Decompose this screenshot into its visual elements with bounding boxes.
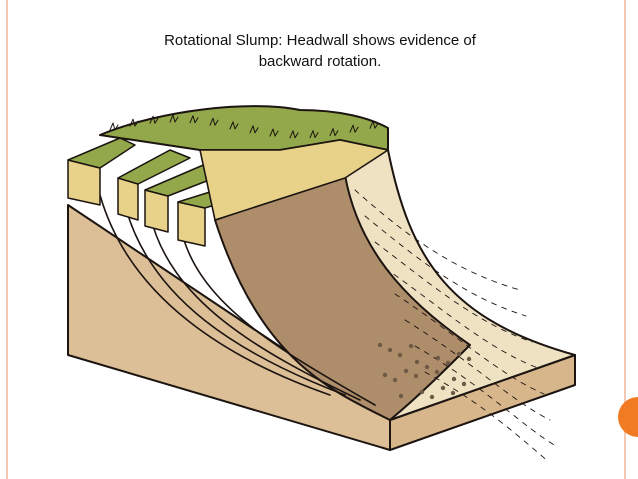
toe-rubble-5 xyxy=(435,355,441,361)
toe-rubble-18 xyxy=(466,356,472,362)
slump-block-diagram xyxy=(67,105,576,460)
toe-rubble-2 xyxy=(414,359,420,365)
strata-line-4 xyxy=(384,267,539,369)
strata-line-5 xyxy=(394,293,545,395)
toe-rubble-20 xyxy=(450,390,456,396)
grass-tuft-2 xyxy=(129,118,139,127)
toe-rubble-6 xyxy=(382,372,388,378)
toe-rubble-4 xyxy=(398,393,404,399)
toe-rubble-15 xyxy=(445,360,451,366)
grass-tuft-7 xyxy=(229,121,239,130)
headwall-scarp xyxy=(199,139,389,221)
grass-tuft-5 xyxy=(189,115,199,124)
right-decorative-rule xyxy=(624,0,626,479)
slumped-mass xyxy=(214,174,471,421)
strata-line-8 xyxy=(424,371,548,460)
toe-rubble-13 xyxy=(461,381,467,387)
grass-tuft-6 xyxy=(209,117,219,126)
grass-tuft-11 xyxy=(309,130,319,139)
toe-rubble-10 xyxy=(440,385,446,391)
soil-layer-block-4 xyxy=(177,201,206,247)
toe-rubble-21 xyxy=(397,352,403,358)
caption-line-2: backward rotation. xyxy=(258,53,382,70)
grass-tuft-1 xyxy=(109,122,119,131)
toe-rubble-22 xyxy=(434,369,440,375)
slip-surface-3 xyxy=(149,214,361,401)
toe-rubble-8 xyxy=(456,351,462,357)
grass-tuft-12 xyxy=(329,128,339,137)
grass-tuft-14 xyxy=(369,120,379,129)
toe-rubble-3 xyxy=(451,376,457,382)
strata-line-2 xyxy=(364,215,527,317)
grass-tuft-13 xyxy=(349,124,359,133)
toe-rubble-9 xyxy=(403,368,409,374)
toe-rubble-1 xyxy=(377,342,383,348)
slide-caption: Rotational Slump: Headwall shows evidenc… xyxy=(120,30,520,72)
soil-layer-block-3 xyxy=(144,189,169,233)
grass-tuft-10 xyxy=(289,130,299,139)
strata-line-7 xyxy=(414,345,557,447)
slump-block-top-1 xyxy=(67,137,136,169)
grass-tuft-3 xyxy=(149,115,159,124)
caption-line-1: Rotational Slump: Headwall shows evidenc… xyxy=(164,32,476,49)
strata-line-1 xyxy=(354,189,521,291)
orange-half-circle-accent xyxy=(618,397,638,437)
toe-rubble-19 xyxy=(413,373,419,379)
grass-tuft-8 xyxy=(249,125,259,134)
grass-tuft-9 xyxy=(269,128,279,137)
soil-layer-block-2 xyxy=(117,177,139,221)
toe-rubble-17 xyxy=(429,394,435,400)
slip-surface-2 xyxy=(124,204,346,396)
strata-line-3 xyxy=(374,241,533,343)
grass-tuft-4 xyxy=(169,114,179,123)
slump-block-top-2 xyxy=(117,149,191,185)
strata-line-6 xyxy=(404,319,551,421)
slip-surface-4 xyxy=(179,224,376,406)
toe-rubble-11 xyxy=(387,347,393,353)
left-decorative-rule xyxy=(6,0,8,479)
slip-surface-1 xyxy=(99,194,331,396)
toe-rubble-14 xyxy=(408,343,414,349)
toe-rubble-7 xyxy=(419,389,425,395)
toe-rubble-16 xyxy=(392,377,398,383)
toe-rubble-12 xyxy=(424,364,430,370)
